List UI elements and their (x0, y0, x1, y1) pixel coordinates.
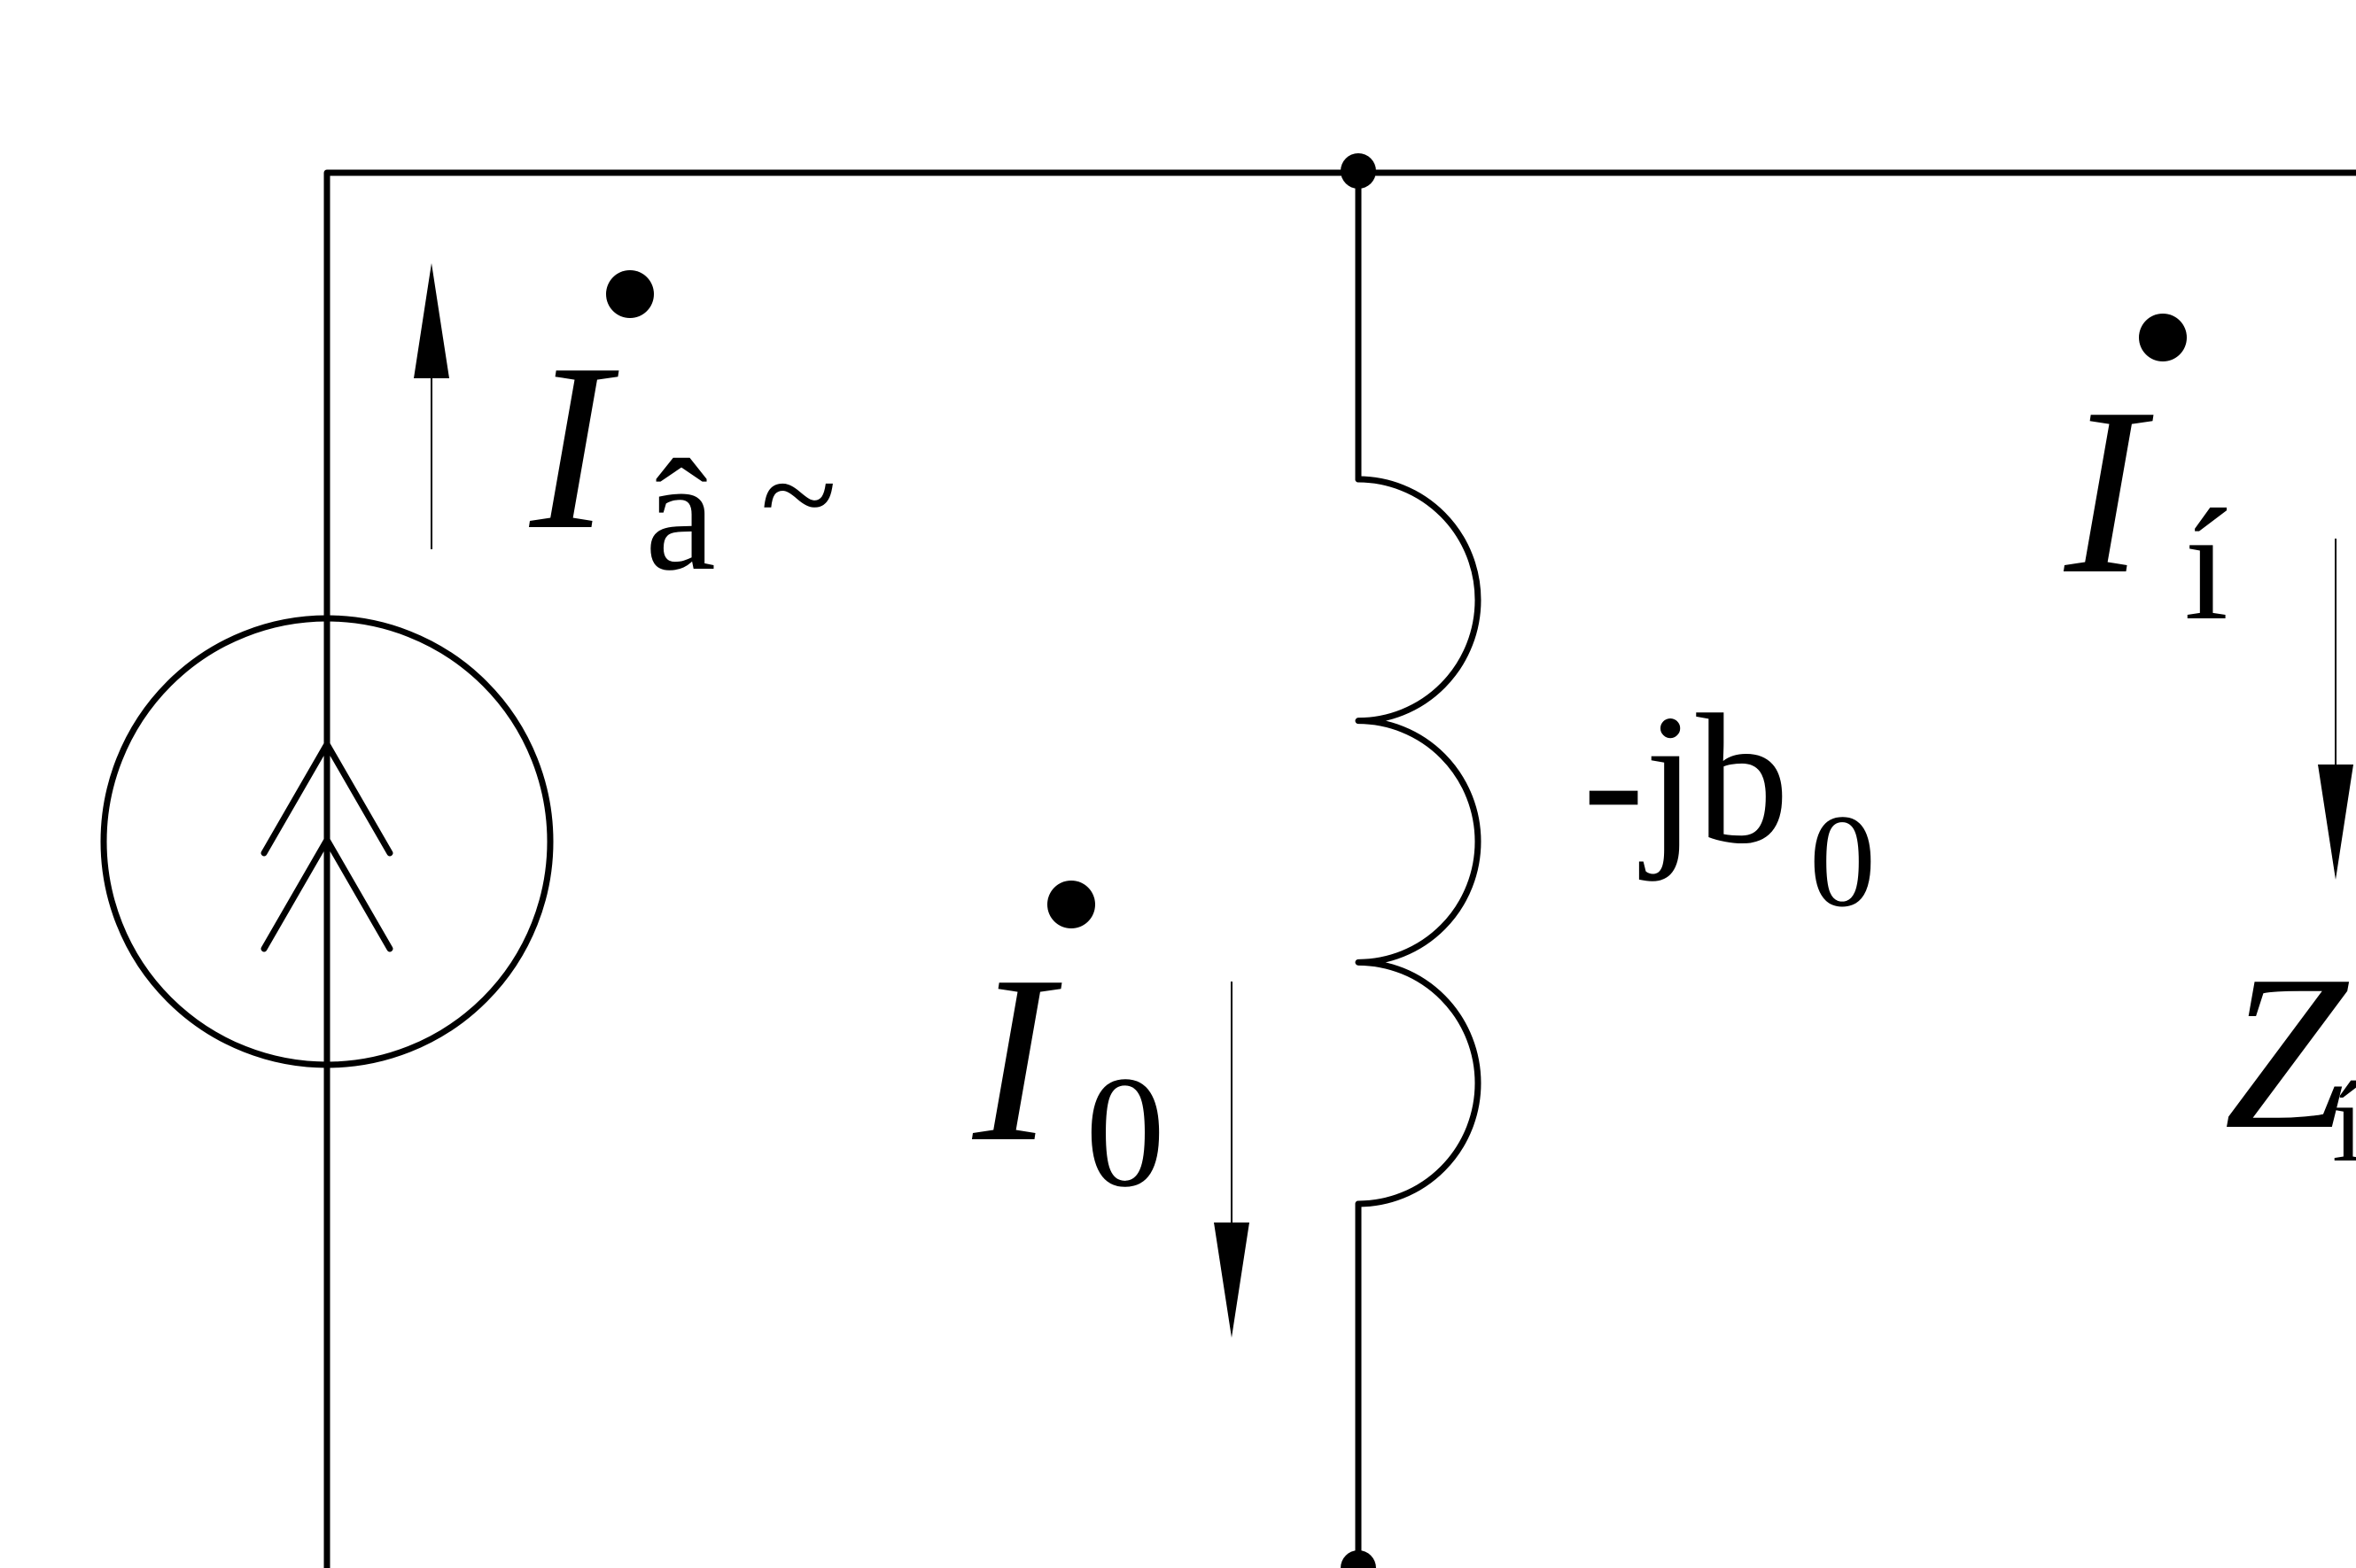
load-impedance-symbol: Z (2224, 930, 2350, 1176)
source-current-arrow (414, 263, 449, 549)
inductor-admittance-label: -jb (1582, 677, 1789, 882)
source-current-subscript: â (645, 427, 716, 603)
magnetizing-current-arrow (1214, 982, 1249, 1338)
current-source-circle (100, 615, 554, 1068)
magnetizing-current-subscript: 0 (1085, 1044, 1165, 1220)
top-junction-node (1341, 153, 1376, 189)
source-current-symbol: I (526, 314, 619, 579)
left-source-wire (323, 169, 2356, 1568)
current-source-lower-chevron (260, 836, 393, 952)
source-current-phasor-dot (606, 270, 654, 318)
magnetizing-current-symbol: I (969, 927, 1062, 1192)
inductor-admittance-subscript: 0 (1809, 788, 1876, 935)
source-current-tilde: ~ (760, 415, 837, 573)
current-source-upper-chevron (260, 741, 393, 857)
bottom-junction-node (1341, 1550, 1376, 1568)
load-current-subscript: í (2184, 477, 2228, 653)
inductor-coil (1355, 476, 1481, 1207)
load-current-symbol: I (2061, 359, 2154, 624)
magnetizing-current-phasor-dot (1047, 881, 1095, 928)
load-impedance-subscript: í (2332, 1059, 2356, 1186)
load-current-phasor-dot (2139, 314, 2187, 361)
load-current-arrow (2318, 539, 2353, 880)
